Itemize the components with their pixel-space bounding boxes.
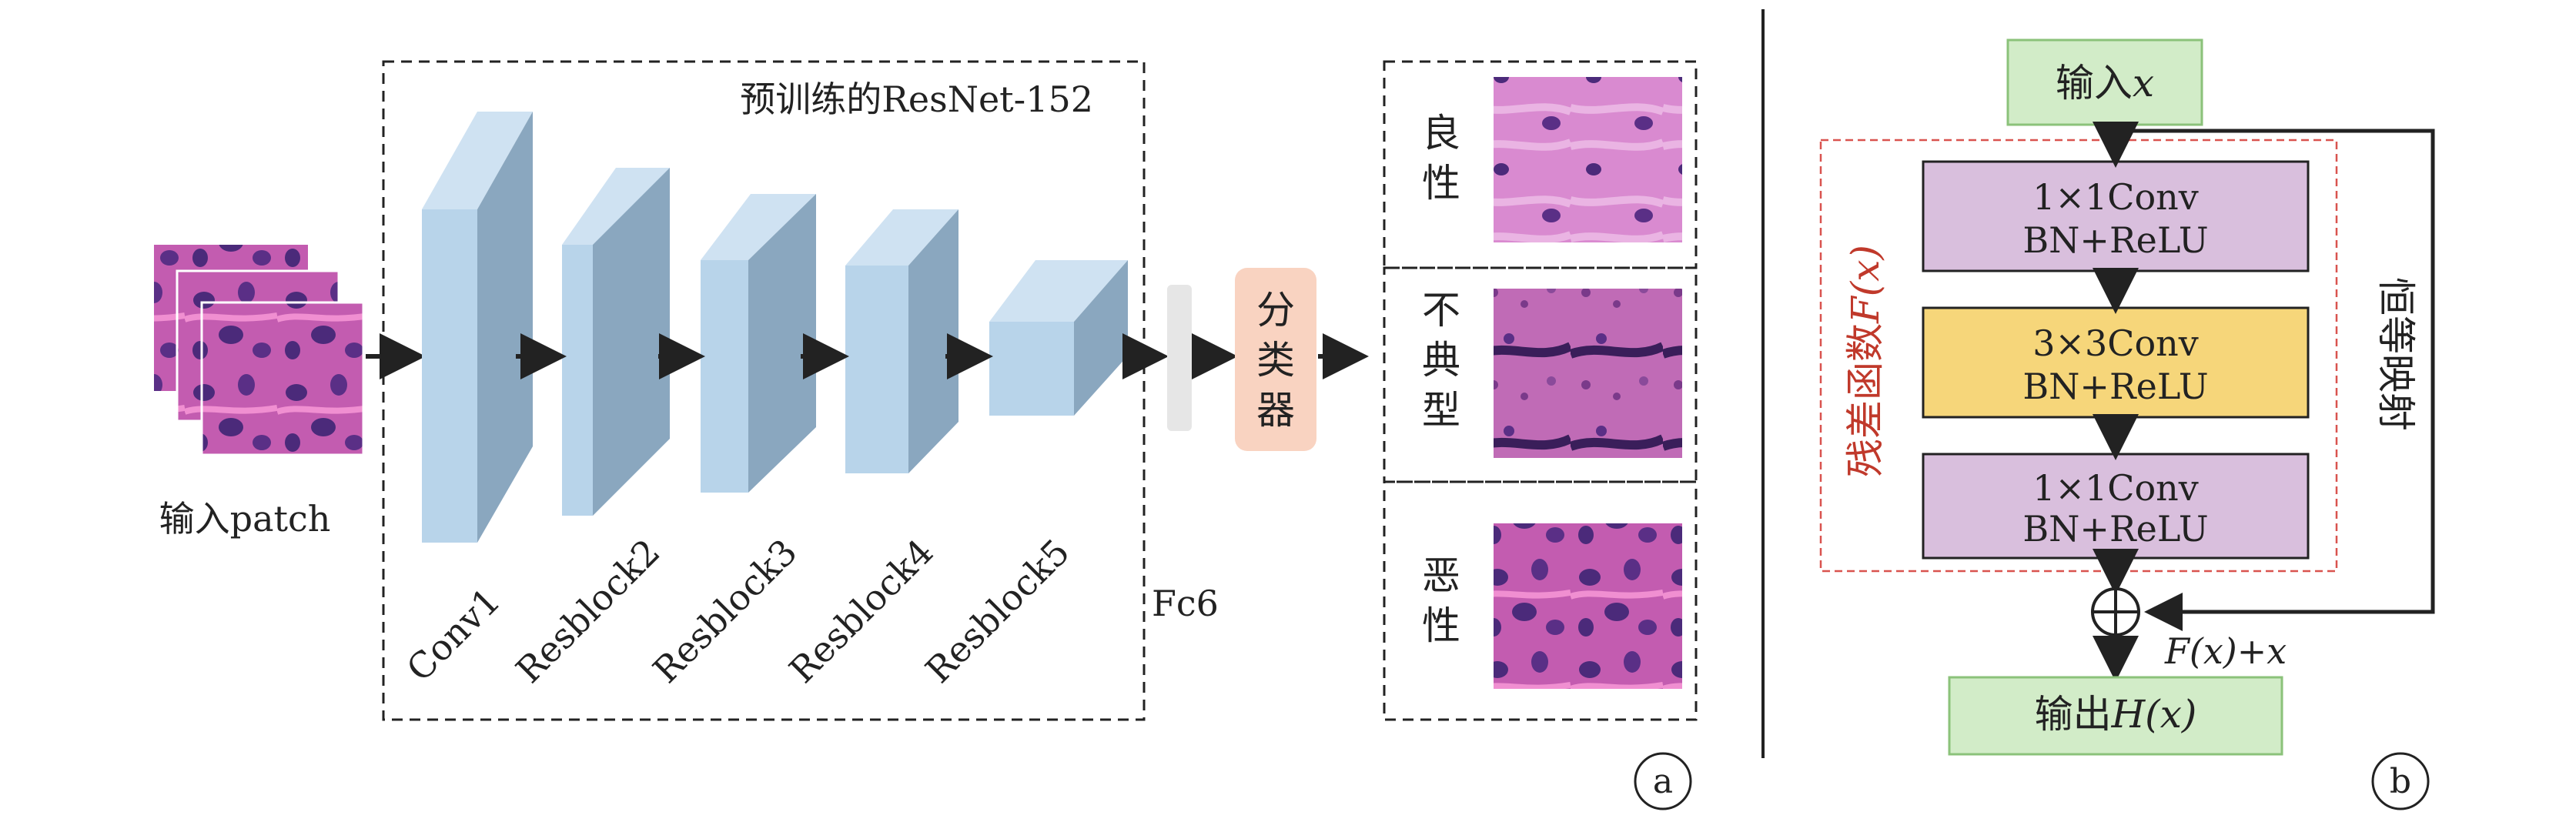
conv1-face [422, 209, 477, 543]
class-malignant-box [1383, 480, 1698, 721]
label-resblock3: Resblock3 [645, 531, 805, 691]
panel-a-marker-circle [1634, 752, 1692, 810]
class-atypical-char-3: 型 [1422, 388, 1460, 433]
fc6-label: Fc6 [1152, 583, 1219, 624]
class-malignant-patch [1494, 523, 1682, 689]
residual-label-prefix: 残差函数 [1843, 323, 1888, 477]
input-box [2006, 38, 2203, 126]
output-box [1948, 676, 2283, 756]
panel-a-marker: a [1653, 762, 1673, 801]
panel-b-marker-circle [2371, 752, 2430, 810]
model-title: 预训练的ResNet-152 [740, 79, 1093, 120]
resblock4-block [845, 209, 958, 473]
residual-label-formula: F(x) [1843, 245, 1888, 324]
layer1-box [1922, 160, 2310, 272]
class-atypical-box [1383, 266, 1698, 483]
resblock5-face [989, 322, 1074, 416]
label-resblock2: Resblock2 [508, 531, 668, 691]
resblock5-top [989, 260, 1128, 322]
resblock2-face [562, 245, 593, 516]
resblock2-top [562, 168, 670, 245]
class-benign-box [1383, 60, 1698, 269]
layer2-line1: 3×3Conv [2032, 322, 2199, 364]
class-atypical: 不 典 型 [1383, 266, 1698, 483]
resblock4-side [908, 209, 958, 473]
panel-b-marker: b [2390, 762, 2411, 801]
input-var: x [2133, 61, 2154, 105]
conv1-top [422, 112, 533, 209]
panel-a: 输入patch 预训练的ResNet-152 [154, 60, 1698, 810]
resblock4-top [845, 209, 958, 266]
classifier-char-1: 分 [1256, 288, 1295, 332]
model-box [382, 60, 1146, 721]
residual-box [1819, 139, 2338, 573]
class-benign-patch [1494, 77, 1682, 242]
fc6-bar [1167, 285, 1192, 431]
class-benign-char-2: 性 [1422, 161, 1460, 206]
resblock2-block [562, 168, 670, 516]
output-prefix: 输出 [2035, 692, 2112, 737]
layer3-line2: BN+ReLU [2022, 508, 2208, 550]
layer2-box [1922, 306, 2310, 419]
label-resblock5: Resblock5 [918, 531, 1078, 691]
resblock2-side [593, 168, 670, 516]
classifier-box [1235, 268, 1316, 451]
class-atypical-patch [1494, 289, 1682, 458]
resblock5-block [989, 260, 1128, 416]
label-resblock4: Resblock4 [781, 531, 942, 691]
panel-b: 输入x 1×1Conv BN+ReLU 3×3Conv BN+ReLU 1×1C… [1819, 38, 2435, 810]
layer1-line1: 1×1Conv [2032, 176, 2199, 218]
input-prefix: 输入 [2056, 61, 2133, 105]
layer2-line2: BN+ReLU [2022, 366, 2208, 407]
resblock4-face [845, 266, 908, 473]
class-malignant-char-2: 性 [1422, 603, 1460, 648]
output-formula: H(x) [2111, 692, 2197, 737]
input-box-label: 输入x [2056, 61, 2154, 105]
input-patch-label: 输入patch [159, 498, 331, 540]
layer3-box [1922, 453, 2310, 560]
label-conv1: Conv1 [399, 580, 509, 690]
input-patch-stack [154, 245, 365, 456]
identity-label: 恒等映射 [2374, 277, 2418, 431]
resblock3-face [701, 260, 748, 493]
layer3-line1: 1×1Conv [2032, 467, 2199, 509]
classifier-char-3: 器 [1256, 388, 1295, 433]
resblock3-block [701, 194, 816, 493]
identity-shortcut-line [2116, 129, 2435, 631]
class-atypical-char-1: 不 [1422, 288, 1460, 332]
resblock3-side [748, 194, 816, 493]
residual-label: 残差函数F(x) [1843, 245, 1888, 477]
class-benign: 良 性 [1383, 60, 1698, 269]
conv1-side [477, 112, 533, 543]
output-box-label: 输出H(x) [2035, 692, 2197, 737]
class-malignant-char-1: 恶 [1422, 553, 1460, 598]
classifier-char-2: 类 [1256, 338, 1295, 383]
layer1-line2: BN+ReLU [2022, 219, 2208, 261]
sum-label: F(x)+x [2164, 630, 2287, 672]
resblock3-top [701, 194, 816, 260]
class-atypical-char-2: 典 [1422, 338, 1460, 383]
class-malignant: 恶 性 [1383, 480, 1698, 721]
class-benign-char-1: 良 [1422, 111, 1460, 155]
resblock5-side [1074, 260, 1128, 416]
input-patch-front [200, 301, 365, 456]
conv1-block [422, 112, 533, 543]
